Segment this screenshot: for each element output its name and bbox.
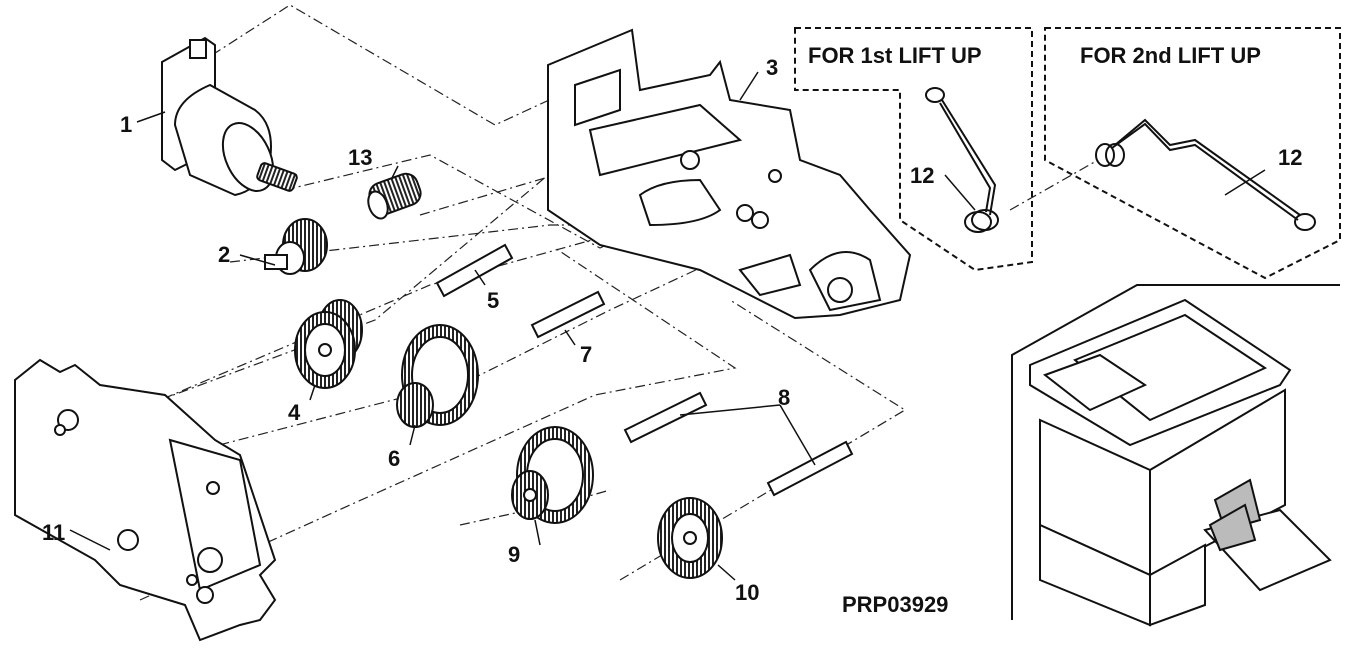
- label-part-10: 10: [735, 580, 759, 605]
- label-part-4: 4: [288, 400, 301, 425]
- label-part-3: 3: [766, 55, 778, 80]
- frame-part-3: [547, 28, 912, 320]
- label-part-7: 7: [580, 342, 592, 367]
- inset-2-title: FOR 2nd LIFT UP: [1080, 43, 1261, 68]
- shaft-part-7: [530, 290, 606, 339]
- label-part-2: 2: [218, 242, 230, 267]
- bracket-part-11: [14, 358, 277, 642]
- spring-part-13: [367, 172, 422, 220]
- label-part-5: 5: [487, 288, 499, 313]
- part-number-labels: 1 2 3 4 5 6 7 8 9 10 11 12 12 13: [42, 55, 1302, 605]
- label-part-12-first: 12: [910, 163, 934, 188]
- motor-part-1: [161, 36, 298, 197]
- shaft-part-8: [623, 391, 854, 497]
- label-part-11: 11: [42, 520, 65, 545]
- diagram-code: PRP03929: [842, 592, 948, 617]
- label-part-12-second: 12: [1278, 145, 1302, 170]
- inset-1st-lift-up: FOR 1st LIFT UP: [794, 27, 1033, 272]
- inset-2nd-lift-up: FOR 2nd LIFT UP: [1044, 27, 1341, 280]
- lift-spring-1st: [925, 87, 999, 233]
- gear-part-10: [657, 497, 723, 579]
- gear-part-6: [396, 324, 479, 428]
- label-part-6: 6: [388, 446, 400, 471]
- label-part-9: 9: [508, 542, 520, 567]
- lift-spring-2nd: [1095, 118, 1316, 231]
- leader-lines: [69, 71, 1266, 581]
- gear-part-9: [511, 426, 594, 524]
- label-part-8: 8: [778, 385, 790, 410]
- gear-part-2: [264, 218, 328, 275]
- gear-part-4: [294, 299, 363, 389]
- label-part-1: 1: [120, 112, 132, 137]
- copier-location-inset: [1011, 284, 1340, 627]
- label-part-13: 13: [348, 145, 372, 170]
- inset-1-title: FOR 1st LIFT UP: [808, 43, 982, 68]
